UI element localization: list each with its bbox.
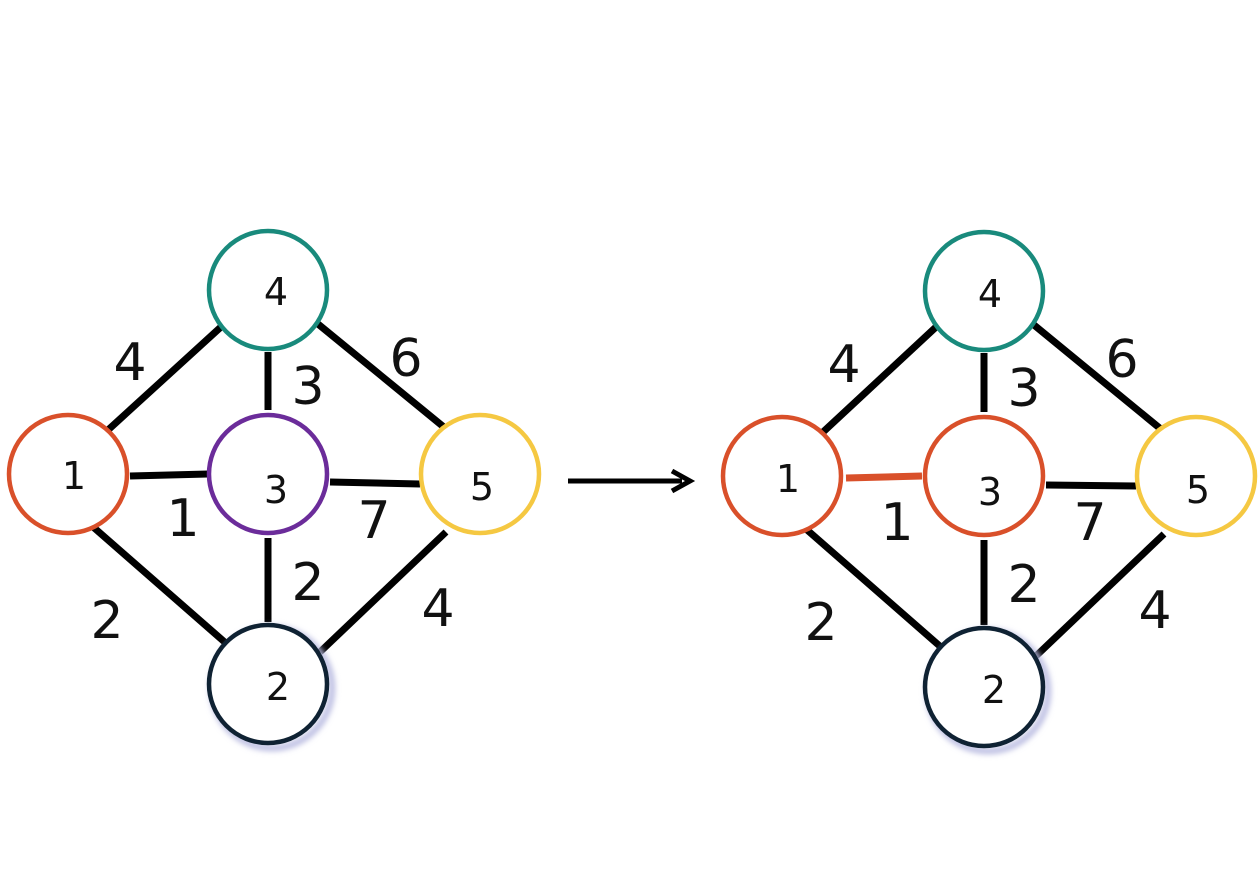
edge-5-2 (317, 529, 449, 655)
node-2-label: 2 (982, 668, 1006, 712)
node-4 (922, 229, 1046, 353)
graph-after: 4 1 3 5 2 4 3 6 1 7 2 2 4 (720, 229, 1258, 754)
node-3-label: 3 (264, 468, 288, 512)
node-1 (720, 414, 844, 538)
node-4 (206, 228, 330, 352)
node-1-label: 1 (776, 457, 800, 501)
weight-1-4: 4 (113, 333, 146, 393)
node-2-label: 2 (266, 665, 290, 709)
node-5-label: 5 (1186, 468, 1210, 512)
graph-before: 4 1 3 5 2 4 3 6 1 7 2 2 4 (6, 228, 542, 751)
weight-4-3: 3 (1007, 359, 1040, 419)
node-5 (1134, 414, 1258, 538)
weight-3-5: 7 (357, 491, 390, 551)
node-4-label: 4 (264, 270, 288, 314)
weight-4-3: 3 (291, 357, 324, 417)
weight-1-3: 1 (166, 489, 199, 549)
weight-1-2: 2 (90, 591, 123, 651)
edge-1-3 (845, 472, 923, 482)
weight-3-5: 7 (1073, 493, 1106, 553)
edge-5-2 (1033, 531, 1167, 659)
weight-4-5: 6 (1105, 330, 1138, 390)
node-4-label: 4 (978, 272, 1002, 316)
edge-1-2 (89, 523, 231, 648)
node-2 (206, 622, 330, 746)
node-1 (6, 412, 130, 536)
node-3 (206, 412, 330, 536)
weight-1-3: 1 (880, 493, 913, 553)
weight-4-5: 6 (389, 329, 422, 389)
edge-1-2 (803, 526, 945, 651)
transition-arrow (568, 468, 696, 494)
weight-3-2: 2 (1007, 555, 1040, 615)
edge-1-4 (105, 323, 225, 433)
weight-5-2: 4 (421, 579, 454, 639)
weight-1-4: 4 (827, 335, 860, 395)
node-2 (922, 625, 1046, 749)
weight-1-2: 2 (804, 593, 837, 653)
edge-3-5 (1045, 481, 1137, 490)
edge-1-3 (129, 470, 209, 480)
node-3-label: 3 (978, 470, 1002, 514)
node-1-label: 1 (62, 454, 86, 498)
weight-3-2: 2 (291, 553, 324, 613)
edge-4-5 (1031, 322, 1165, 433)
edge-1-4 (819, 324, 939, 436)
node-3 (922, 414, 1046, 538)
weight-5-2: 4 (1138, 581, 1171, 641)
node-5-label: 5 (470, 465, 494, 509)
node-5 (418, 412, 542, 536)
edge-4-5 (315, 321, 448, 431)
edge-3-5 (329, 478, 421, 488)
